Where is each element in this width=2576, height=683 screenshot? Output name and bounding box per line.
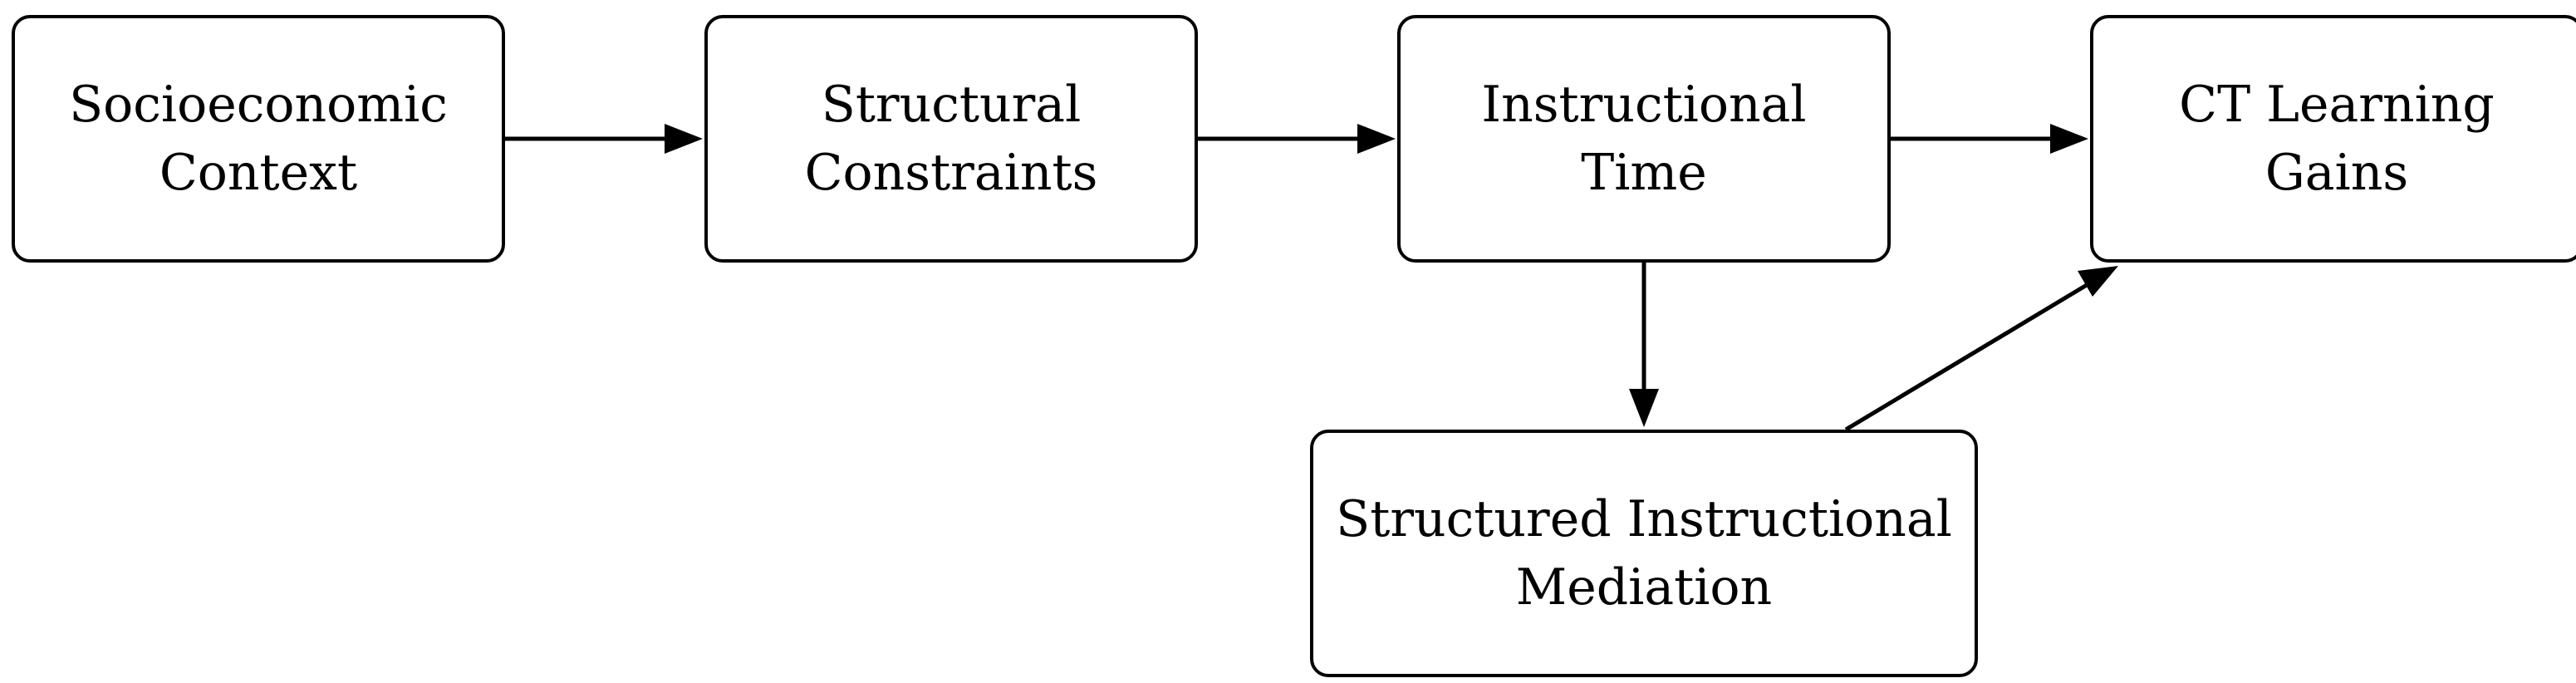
node-label-line: CT Learning bbox=[2179, 76, 2495, 134]
node-label-line: Structural bbox=[821, 76, 1082, 134]
node-label-line: Structured Instructional bbox=[1336, 490, 1952, 548]
arrow-mediation-to-gains bbox=[1844, 283, 2088, 432]
node-label-line: Instructional bbox=[1481, 76, 1807, 134]
arrowhead-structural-to-time bbox=[1357, 124, 1396, 154]
arrowhead-time-to-mediation bbox=[1629, 389, 1659, 427]
arrowhead-socioeconomic-to-structural bbox=[665, 124, 703, 154]
node-label-line: Mediation bbox=[1515, 558, 1773, 617]
node-label-line: Gains bbox=[2264, 144, 2409, 202]
node-structural-constraints: Structural Constraints bbox=[704, 15, 1198, 263]
node-label-line: Constraints bbox=[804, 144, 1098, 202]
arrowhead-time-to-gains bbox=[2050, 124, 2088, 154]
node-label-line: Time bbox=[1581, 144, 1707, 202]
node-structured-instructional-mediation: Structured Instructional Mediation bbox=[1310, 430, 1978, 677]
node-label-line: Context bbox=[159, 144, 358, 202]
node-ct-learning-gains: CT Learning Gains bbox=[2090, 15, 2576, 263]
node-label-line: Socioeconomic bbox=[69, 76, 448, 134]
node-socioeconomic-context: Socioeconomic Context bbox=[12, 15, 505, 263]
arrowhead-mediation-to-gains bbox=[2078, 266, 2118, 297]
node-instructional-time: Instructional Time bbox=[1397, 15, 1891, 263]
